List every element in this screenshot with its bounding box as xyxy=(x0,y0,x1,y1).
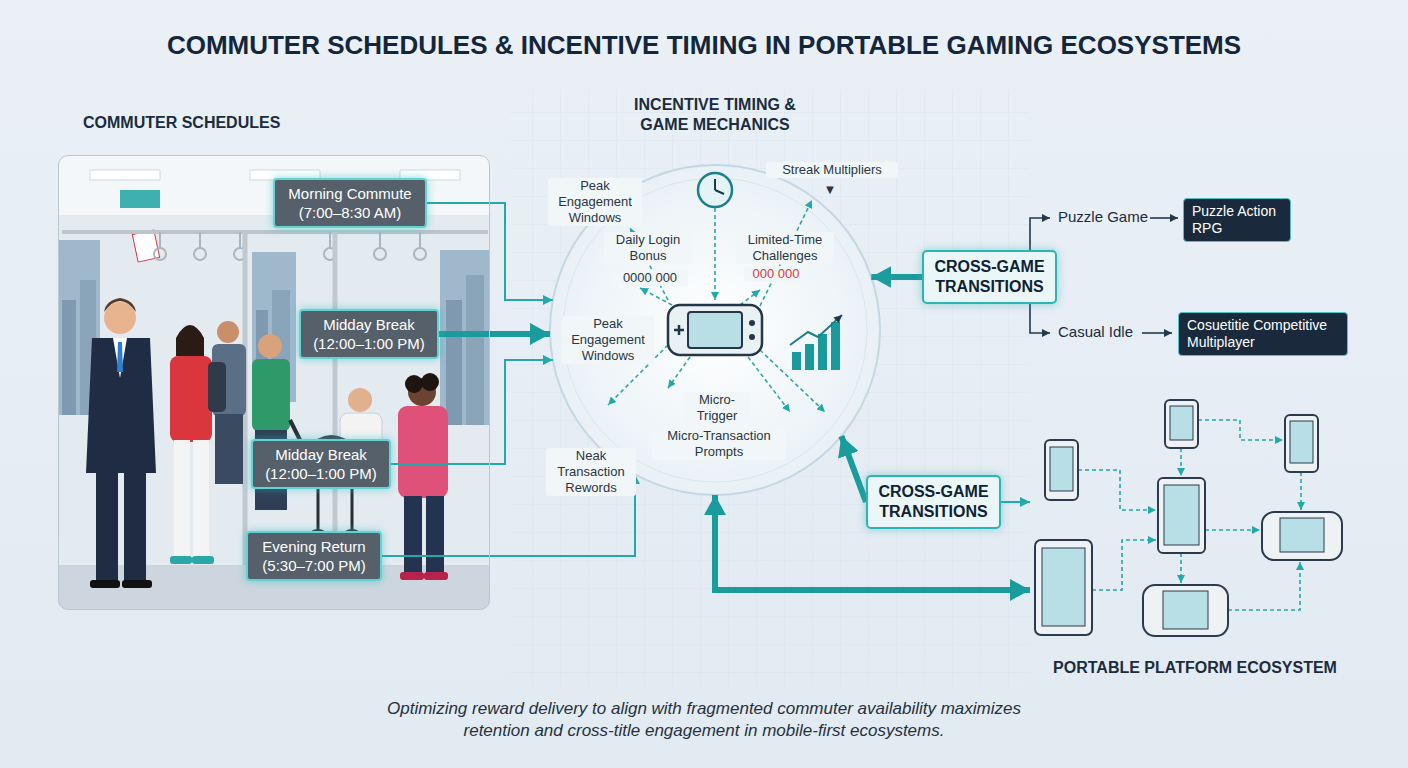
node-label: Midday Break (12:00–1:00 PM) xyxy=(261,445,381,483)
section-heading: INCENTIVE TIMING & GAME MECHANICS xyxy=(615,95,815,135)
ecosystem-region: PORTABLE PLATFORM ECOSYSTEM xyxy=(1030,395,1360,685)
annotation-label: Neak Transaction Rewords xyxy=(546,448,636,496)
node-label: CROSS-GAME TRANSITIONS xyxy=(932,257,1047,297)
flow-arrow xyxy=(871,274,922,280)
schedule-box: Evening Return (5:30–7:00 PM) xyxy=(246,531,382,581)
annotation-label: 0000 000 xyxy=(612,270,688,286)
annotation-label: Peak Engagement Windows xyxy=(548,178,642,226)
transition-box: CROSS-GAME TRANSITIONS xyxy=(866,475,1001,529)
transition-box: CROSS-GAME TRANSITIONS xyxy=(922,250,1057,304)
node-label: Cosuetitie Competitive Multiplayer xyxy=(1187,317,1339,351)
annotation-label: Micro-Transaction Prompts xyxy=(652,428,786,460)
flow-arrow xyxy=(841,436,866,502)
flow-arrow xyxy=(391,360,553,464)
node-label: Puzzle Action RPG xyxy=(1192,203,1282,237)
annotation-label: ▼ xyxy=(822,182,838,198)
annotation-label: Micro- Trigger xyxy=(684,392,750,424)
schedule-box: Morning Commute (7:00–8:30 AM) xyxy=(273,178,427,228)
node-label: Morning Commute (7:00–8:30 AM) xyxy=(283,184,417,222)
node-label: Midday Break (12:00–1:00 PM) xyxy=(309,315,429,353)
schedule-panel: COMMUTER SCHEDULESMorning Commute (7:00–… xyxy=(58,155,490,610)
diagram-title: COMMUTER SCHEDULES & INCENTIVE TIMING IN… xyxy=(0,30,1408,61)
game-type-box: Cosuetitie Competitive Multiplayer xyxy=(1178,312,1348,356)
schedule-box: Midday Break (12:00–1:00 PM) xyxy=(251,439,391,489)
annotation-label: Peak Engagement Windows xyxy=(562,316,654,364)
section-heading: COMMUTER SCHEDULES xyxy=(83,114,280,132)
annotation-label: Daily Login Bonus xyxy=(604,232,692,264)
annotation-label: Limited-Time Challenges xyxy=(736,232,834,264)
annotation-label: 000 000 xyxy=(744,266,808,282)
node-label: CROSS-GAME TRANSITIONS xyxy=(876,482,991,522)
diagram-caption: Optimizing reward delivery to align with… xyxy=(374,698,1034,742)
annotation-label: Casual Idle xyxy=(1058,324,1140,340)
flow-arrow xyxy=(1001,501,1030,503)
annotation-label: Streak Multipliers xyxy=(766,162,898,178)
flow-arrow xyxy=(439,331,550,337)
section-heading: PORTABLE PLATFORM ECOSYSTEM xyxy=(1030,659,1360,677)
game-type-box: Puzzle Action RPG xyxy=(1183,198,1291,242)
devices xyxy=(1035,400,1342,636)
node-label: Evening Return (5:30–7:00 PM) xyxy=(256,537,372,575)
schedule-box: Midday Break (12:00–1:00 PM) xyxy=(299,309,439,359)
handheld-console-icon xyxy=(668,305,762,355)
clock-icon xyxy=(698,173,732,207)
train-interior xyxy=(58,155,490,610)
annotation-label: Puzzle Game xyxy=(1058,209,1150,225)
growth-chart-icon xyxy=(790,315,842,370)
